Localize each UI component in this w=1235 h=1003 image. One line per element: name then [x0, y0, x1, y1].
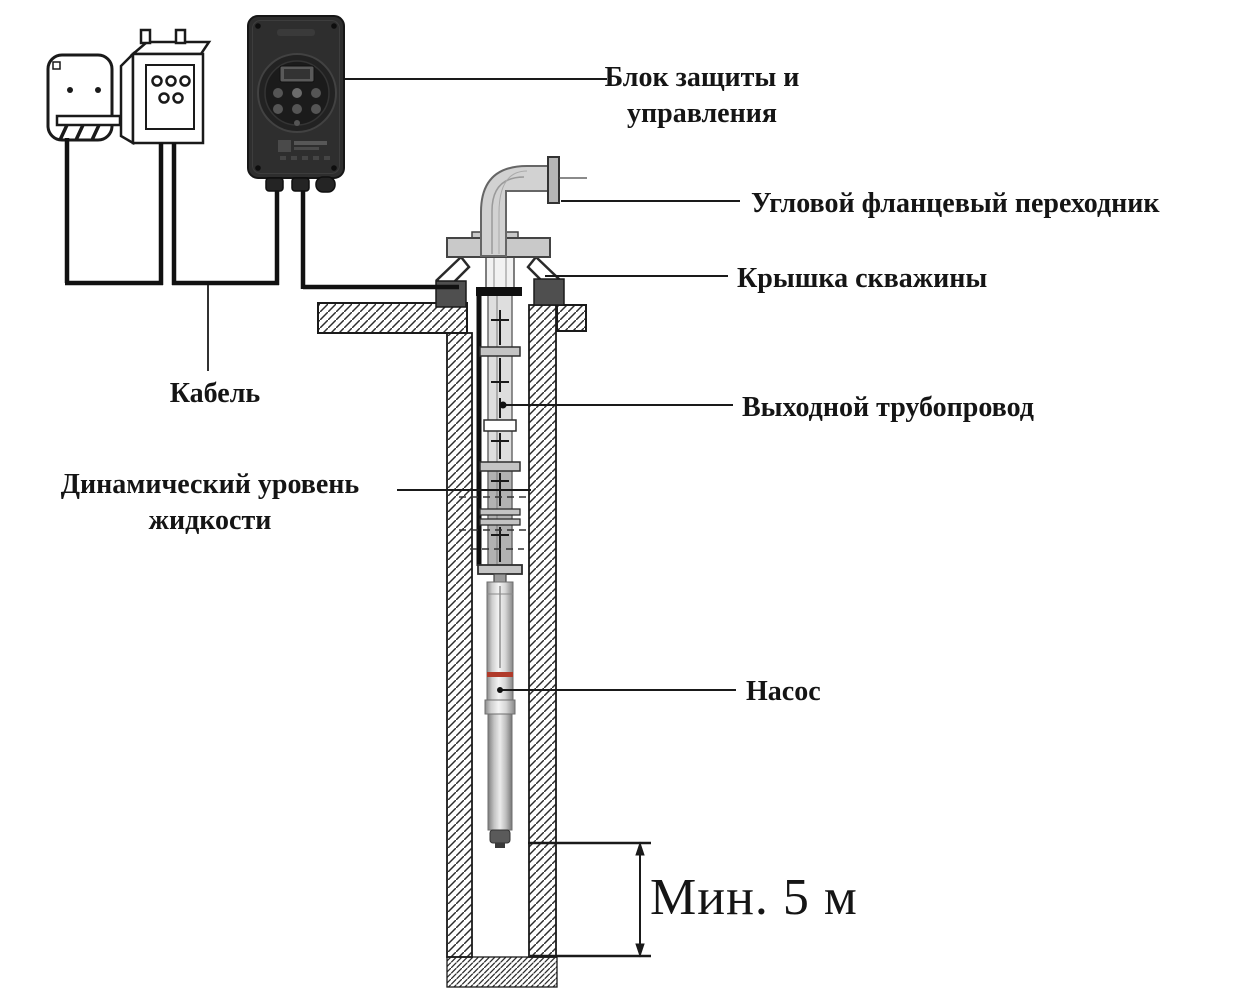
terminal-box [119, 28, 212, 146]
cable-gland [291, 177, 310, 192]
label-line-2: управления [626, 98, 777, 129]
label-angle-flange-adapter: Угловой фланцевый переходник [751, 188, 1160, 219]
pump-motor [487, 713, 513, 831]
power-plug [46, 53, 122, 142]
leader-lines [207, 78, 740, 691]
flange [547, 156, 560, 204]
min-depth-dimension [528, 841, 651, 958]
anchor-block-right [533, 278, 565, 306]
leader-dot [497, 687, 503, 693]
control-buttons [273, 88, 321, 126]
leader-dot [499, 401, 507, 409]
cable-gland [265, 177, 284, 192]
water-level-dashes [459, 496, 527, 550]
pipe-coupling [479, 518, 521, 526]
label-dynamic-liquid-level: Динамический уровень жидкости [28, 467, 392, 539]
pump [484, 573, 516, 848]
label-pump: Насос [746, 676, 821, 707]
pipe-coupling [479, 346, 521, 357]
pipe-pins [491, 310, 509, 562]
control-unit [247, 15, 345, 193]
cable-clamp [476, 287, 522, 296]
control-unit-brand-bar [277, 29, 315, 36]
control-unit-branding [278, 140, 330, 160]
label-min-depth: Мин. 5 м [650, 869, 858, 926]
label-outlet-pipe: Выходной трубопровод [742, 392, 1034, 423]
label-line-2: жидкости [148, 505, 272, 536]
well-casing [446, 304, 558, 988]
label-protection-control-unit: Блок защиты и управления [596, 60, 808, 132]
cable-gland [315, 176, 336, 193]
riser-pipe [477, 293, 523, 575]
ground-slab [317, 302, 587, 334]
pipe-bottom-plate [477, 564, 523, 575]
well-bottom [446, 956, 558, 988]
label-line-1: Блок защиты и [604, 62, 800, 93]
cable-lines [64, 138, 459, 290]
pipe-joint [483, 419, 517, 432]
label-line-1: Динамический уровень [60, 469, 360, 500]
pipe-coupling [479, 508, 521, 516]
label-well-cap: Крышка скважины [737, 263, 988, 294]
elbow-flange-adapter [480, 156, 587, 257]
pump-red-band [487, 672, 513, 677]
pipe-coupling [479, 461, 521, 472]
pump-suction [484, 699, 516, 715]
label-cable: Кабель [169, 378, 261, 409]
